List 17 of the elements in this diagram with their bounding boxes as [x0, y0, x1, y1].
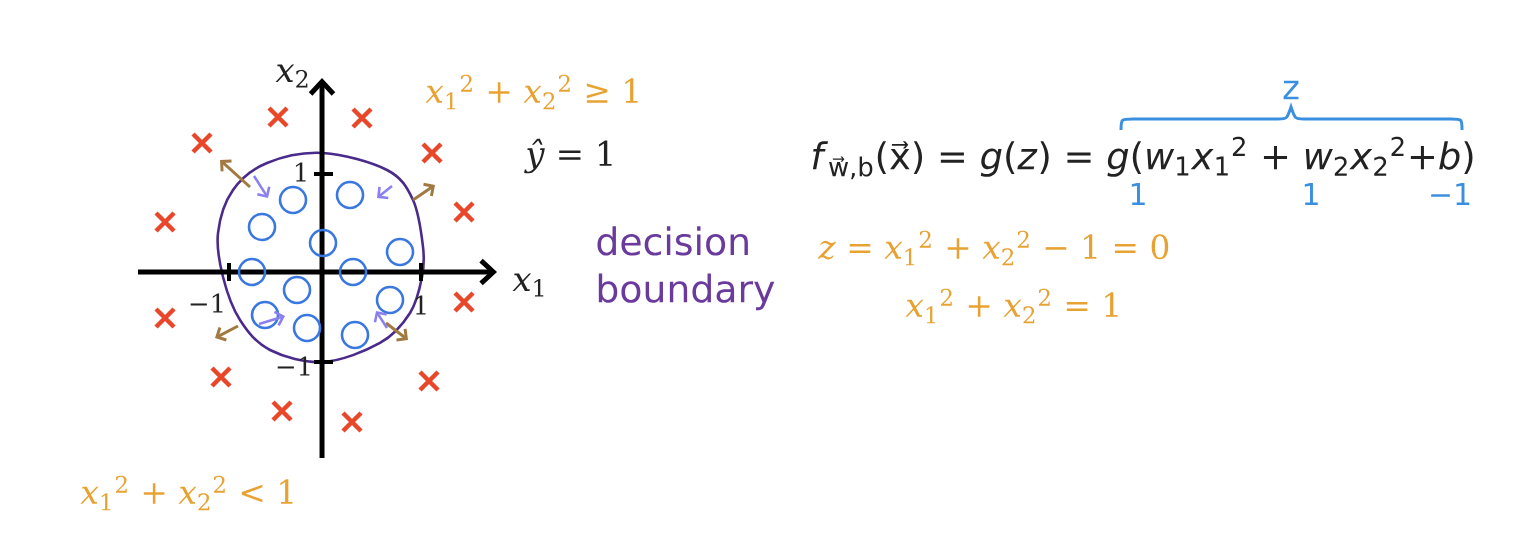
formula: x$_{1}$$^{2}$ + x$_{2}$$^{2}$ = 1	[905, 288, 1118, 324]
formula: x$_{1}$$^{2}$ + x$_{2}$$^{2}$ ≥ 1	[425, 74, 638, 110]
brace-label: z	[1283, 80, 1299, 100]
tick-label: 1	[295, 162, 306, 182]
tick-label: −1	[190, 293, 223, 313]
formula: z = x$_{1}$$^{2}$ + x$_{2}$$^{2}$ − 1 = 0	[818, 230, 1169, 266]
coefficient-label: 1	[1304, 183, 1318, 205]
axis-label: x$_{1}$	[512, 273, 544, 297]
tick-label: 1	[415, 295, 426, 315]
tick-label: −1	[277, 356, 310, 376]
formula: f$_{w⃗,b}$(x⃗) = g(z) = g(w$_{1}$x$_{1}$$^{2}$ + w$_{2}$x$_{2}$$^{2}$+b)	[812, 136, 1473, 180]
coefficient-label: 1	[1131, 183, 1145, 205]
axis-label: x$_{2}$	[275, 64, 308, 88]
formula: x$_{1}$$^{2}$ + x$_{2}$$^{2}$ < 1	[80, 475, 293, 511]
coefficient-label: −1	[1431, 183, 1470, 205]
formula: ŷ = 1	[524, 138, 612, 174]
annotation-text: decision boundary	[597, 226, 775, 311]
